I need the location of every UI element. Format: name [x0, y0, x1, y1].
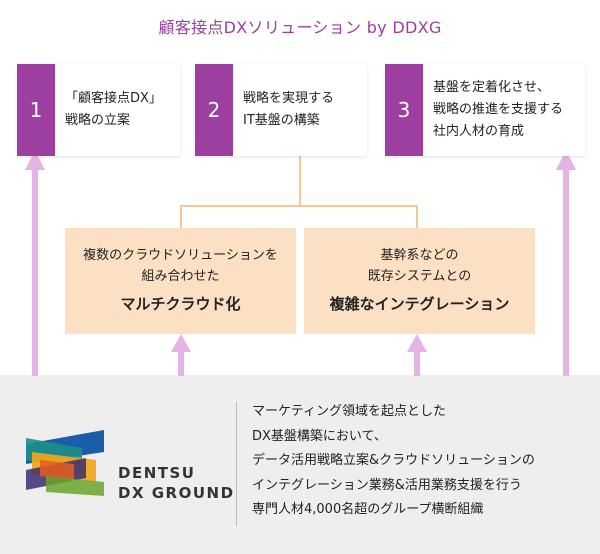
box-heading: 複雑なインテグレーション — [329, 295, 510, 313]
step-text-line: 社内人材の育成 — [433, 124, 525, 139]
description-line: DX基盤構築において、 — [252, 428, 387, 444]
arrow-shaft-step3 — [563, 168, 569, 376]
step-text-line: 戦略の立案 — [65, 113, 131, 128]
diagram-title: 顧客接点DXソリューション by DDXG — [158, 18, 442, 37]
vertical-divider — [236, 402, 237, 526]
step-text: 基盤を定着化させ、 戦略の推進を支援する 社内人材の育成 — [433, 64, 579, 156]
description-line: インテグレーション業務&活用業務支援を行う — [252, 477, 522, 493]
step-text-line: IT基盤の構築 — [243, 113, 320, 128]
ddxg-logo-icon — [26, 430, 104, 496]
arrow-head-box2 — [407, 334, 427, 352]
arrow-head-step1 — [25, 150, 45, 170]
step-number: 1 — [17, 64, 55, 156]
box-text-line: 既存システムとの — [367, 269, 472, 284]
step-card-3: 3 基盤を定着化させ、 戦略の推進を支援する 社内人材の育成 — [385, 64, 585, 156]
integration-box: 基幹系などの 既存システムとの 複雑なインテグレーション — [304, 228, 535, 334]
step-card-1: 1 「顧客接点DX」 戦略の立案 — [17, 64, 180, 156]
arrow-head-box1 — [171, 334, 191, 352]
step-text: 戦略を実現する IT基盤の構築 — [243, 64, 361, 156]
step-text: 「顧客接点DX」 戦略の立案 — [65, 64, 174, 156]
multicloud-box: 複数のクラウドソリューションを 組み合わせた マルチクラウド化 — [65, 228, 296, 334]
step-number: 2 — [195, 64, 233, 156]
step-text-line: 「顧客接点DX」 — [65, 91, 162, 106]
description-line: データ活用戦略立案&クラウドソリューションの — [252, 453, 535, 468]
step-text-line: 戦略の推進を支援する — [433, 102, 564, 117]
organization-description: マーケティング領域を起点とした DX基盤構築において、 データ活用戦略立案&クラ… — [252, 400, 592, 523]
arrow-shaft-box1 — [178, 350, 184, 376]
arrow-shaft-box2 — [414, 350, 420, 376]
step-card-2: 2 戦略を実現する IT基盤の構築 — [195, 64, 367, 156]
box-heading: マルチクラウド化 — [120, 295, 241, 313]
logo-line: DENTSU — [118, 464, 196, 482]
arrow-shaft-step1 — [32, 168, 38, 376]
logo-line: DX GROUND — [118, 484, 235, 502]
bottom-band — [0, 375, 600, 554]
step-number: 3 — [385, 64, 423, 156]
box-text-line: 複数のクラウドソリューションを — [83, 248, 278, 263]
arrow-head-step3 — [556, 150, 576, 170]
box-text-line: 基幹系などの — [380, 248, 459, 263]
step-text-line: 基盤を定着化させ、 — [433, 80, 551, 95]
box-text-line: 組み合わせた — [141, 269, 220, 284]
logo-wordmark: DENTSU DX GROUND — [118, 463, 235, 503]
description-line: マーケティング領域を起点とした — [252, 404, 446, 419]
description-line: 専門人材4,000名超のグループ横断組織 — [252, 502, 484, 517]
step-text-line: 戦略を実現する — [243, 91, 335, 106]
